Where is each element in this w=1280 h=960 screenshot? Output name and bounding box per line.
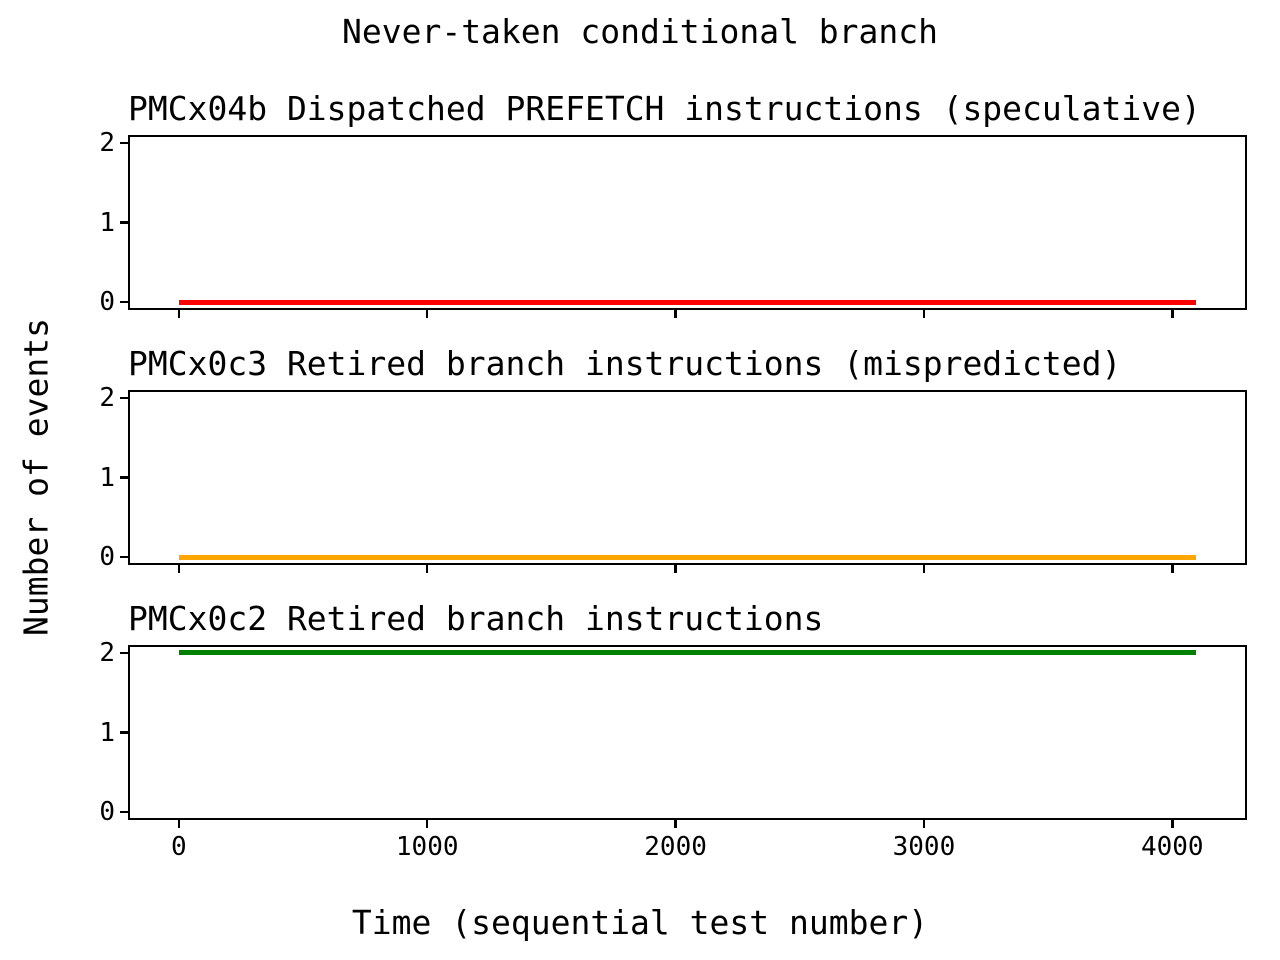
x-tick	[1171, 819, 1174, 828]
x-tick-label: 0	[171, 832, 187, 862]
y-tick	[120, 651, 129, 655]
y-tick	[120, 555, 129, 559]
x-tick	[674, 564, 677, 573]
x-tick	[177, 819, 181, 828]
y-tick	[120, 810, 129, 814]
x-tick	[674, 819, 677, 828]
series-line-pmcx0c2	[178, 650, 1196, 656]
y-tick	[120, 300, 129, 304]
x-tick-label: 4000	[1140, 832, 1204, 862]
series-line-pmcx04b	[178, 299, 1196, 305]
subplot-pmcx0c2: PMCx0c2 Retired branch instructions 0 100…	[99, 599, 1247, 862]
y-tick	[120, 141, 129, 145]
subplot-pmcx04b: PMCx04b Dispatched PREFETCH instructions…	[99, 89, 1247, 318]
y-tick	[120, 731, 129, 734]
x-tick	[425, 309, 429, 318]
y-tick-label: 0	[99, 542, 115, 573]
plot-area-frame	[128, 135, 1247, 310]
y-tick	[120, 396, 129, 400]
subplot-title-pmcx0c2: PMCx0c2 Retired branch instructions	[128, 599, 824, 638]
x-tick	[922, 309, 926, 318]
x-axis-label: Time (sequential test number)	[351, 903, 929, 942]
x-tick	[177, 309, 181, 318]
x-tick-label: 2000	[644, 832, 707, 862]
y-tick-label: 0	[99, 287, 115, 318]
y-tick-label: 2	[99, 127, 115, 158]
y-tick	[120, 476, 129, 479]
series-line-pmcx0c3	[178, 554, 1196, 560]
y-tick-label: 1	[99, 207, 115, 238]
y-tick-label: 0	[99, 797, 115, 828]
x-tick	[425, 819, 429, 828]
figure-title: Never-taken conditional branch	[341, 12, 939, 51]
x-tick	[1171, 564, 1174, 573]
x-tick-label: 1000	[395, 832, 459, 862]
x-tick	[922, 564, 926, 573]
x-tick	[177, 564, 181, 573]
x-tick-label: 3000	[892, 832, 956, 862]
plot-area-frame	[128, 645, 1247, 820]
y-axis-label: Number of events	[16, 318, 56, 636]
y-tick-label: 1	[99, 462, 115, 493]
subplot-pmcx0c3: PMCx0c3 Retired branch instructions (mis…	[99, 344, 1247, 573]
x-tick	[1171, 309, 1174, 318]
y-tick-label: 2	[99, 382, 115, 413]
subplot-title-pmcx0c3: PMCx0c3 Retired branch instructions (mis…	[128, 344, 1122, 383]
subplot-title-pmcx04b: PMCx04b Dispatched PREFETCH instructions…	[128, 89, 1201, 128]
y-tick-label: 2	[99, 637, 115, 668]
plot-area-frame	[128, 390, 1247, 565]
y-tick-label: 1	[99, 717, 115, 748]
x-tick	[922, 819, 926, 828]
x-tick	[425, 564, 429, 573]
x-tick	[674, 309, 677, 318]
y-tick	[120, 221, 129, 224]
